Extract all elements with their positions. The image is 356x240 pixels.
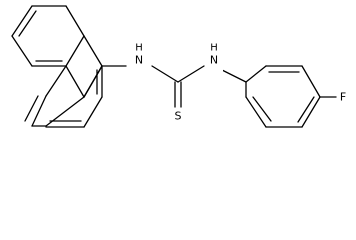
atom-label-nh-left: N H — [130, 43, 148, 76]
bond — [83, 96, 103, 128]
naphthalene-right-ring — [24, 5, 103, 127]
nitrogen-label: N — [135, 54, 143, 67]
bond — [252, 96, 272, 122]
bond — [151, 65, 179, 83]
fluorophenyl-ring — [245, 65, 321, 128]
chemical-structure-diagram: N H N H S F — [11, 5, 350, 128]
bond — [11, 35, 33, 67]
atom-label-sulfur: S — [171, 109, 185, 123]
bond — [31, 95, 47, 127]
hydrogen-label: H — [135, 43, 143, 54]
bond — [83, 65, 103, 98]
bond — [177, 65, 205, 83]
naphthalene-lower-ring — [45, 65, 103, 128]
fluorine-label: F — [340, 91, 346, 104]
bond — [297, 96, 315, 123]
bond — [18, 10, 37, 37]
hydrogen-label: H — [210, 43, 218, 54]
bond-nh-to-phenyl — [221, 69, 247, 83]
nitrogen-label: N — [210, 54, 218, 67]
bond — [45, 65, 67, 97]
atom-label-fluorine: F — [337, 90, 350, 104]
bond — [245, 65, 267, 83]
bond — [65, 65, 85, 98]
naphthalene-left-ring — [11, 5, 67, 67]
bond — [65, 5, 85, 37]
bond — [301, 65, 321, 98]
bond — [11, 5, 33, 37]
atom-label-nh-right: N H — [205, 43, 223, 76]
thiourea-core — [151, 65, 205, 108]
sulfur-label: S — [175, 110, 182, 123]
bond — [301, 96, 321, 128]
bond — [83, 35, 103, 67]
bond — [24, 95, 39, 122]
bond — [245, 96, 267, 128]
bond — [65, 35, 85, 67]
